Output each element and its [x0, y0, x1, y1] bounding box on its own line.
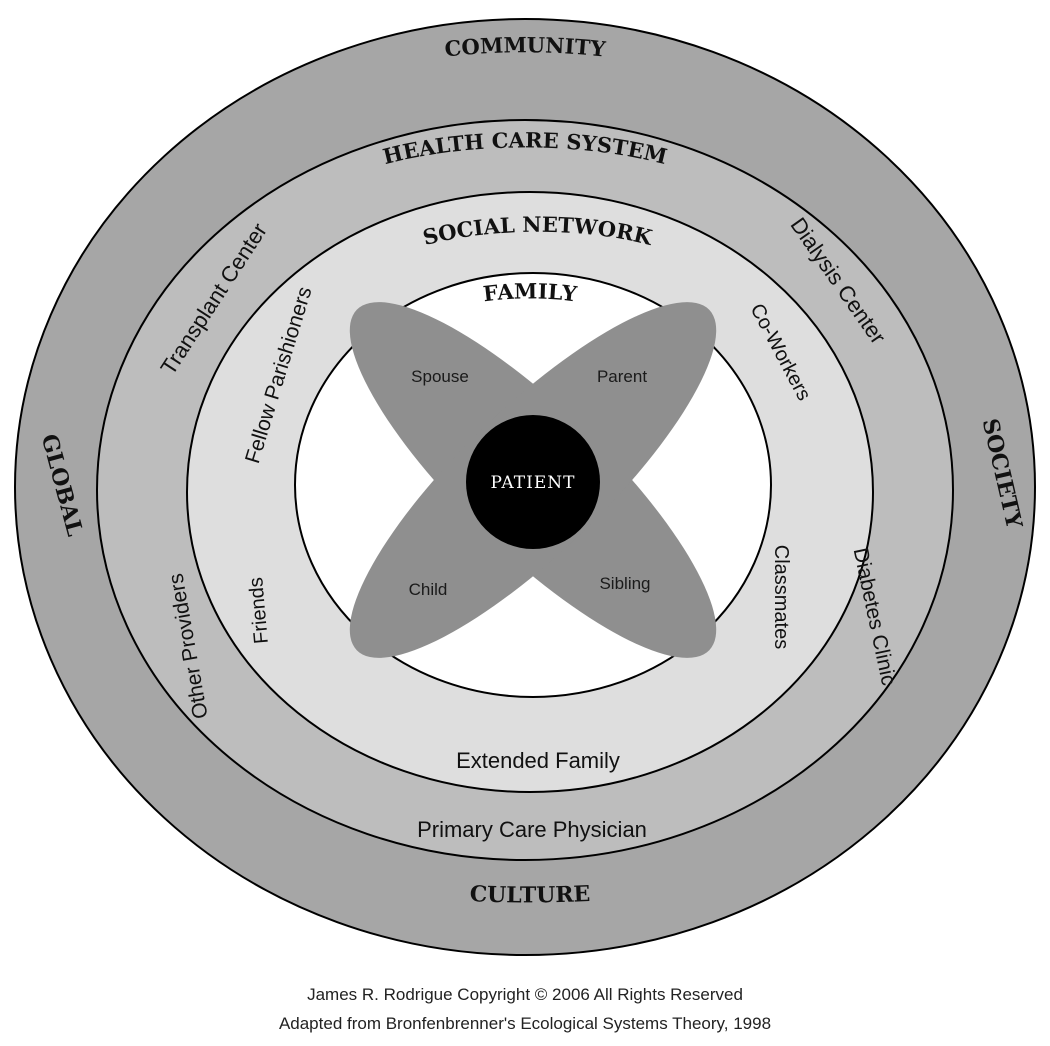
sibling-label: Sibling — [599, 574, 650, 593]
copyright-line: James R. Rodrigue Copyright © 2006 All R… — [307, 985, 743, 1004]
culture-title: CULTURE — [469, 881, 591, 908]
classmates-label: Classmates — [770, 545, 792, 649]
primary-care-label: Primary Care Physician — [417, 817, 647, 842]
extended-family-label: Extended Family — [456, 748, 620, 773]
attribution-line: Adapted from Bronfenbrenner's Ecological… — [278, 1014, 772, 1033]
patient-circle — [466, 415, 600, 549]
parent-label: Parent — [597, 367, 647, 386]
community-title: COMMUNITY — [443, 32, 607, 61]
child-label: Child — [409, 580, 448, 599]
ecological-systems-diagram: PATIENT COMMUNITY GLOBAL SOCIETY CULTURE… — [14, 18, 1036, 956]
patient-label: PATIENT — [491, 473, 576, 493]
spouse-label: Spouse — [411, 367, 469, 386]
